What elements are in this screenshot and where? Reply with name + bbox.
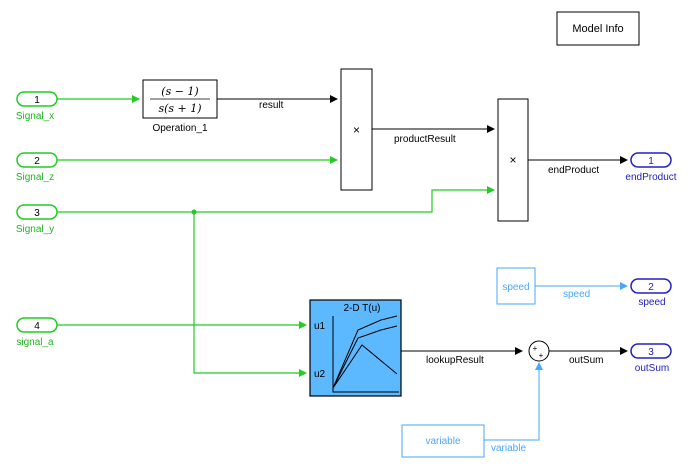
- transfer-fcn-block[interactable]: (s − 1) s(s + 1) Operation_1: [142, 79, 218, 134]
- signal-label-result: result: [259, 100, 284, 111]
- signal-label-endProduct: endProduct: [548, 165, 599, 176]
- signal-label-speed: speed: [563, 289, 590, 300]
- product-1-symbol: ×: [353, 123, 360, 137]
- product-block-1[interactable]: ×: [340, 68, 373, 191]
- sum-sign-2: +: [539, 351, 544, 360]
- lookup-input-u2: u2: [314, 369, 326, 380]
- from-block-variable[interactable]: variable: [401, 424, 485, 458]
- outport-3[interactable]: 3 outSum: [630, 343, 672, 374]
- model-info-block[interactable]: Model Info: [556, 11, 640, 46]
- signal-line-y[interactable]: [57, 186, 495, 377]
- transfer-fcn-numerator: (s − 1): [161, 85, 198, 98]
- signal-label-productResult: productResult: [394, 134, 456, 145]
- lookup-table-block[interactable]: 2-D T(u) u1 u2: [309, 299, 402, 397]
- outport-2[interactable]: 2 speed: [630, 278, 672, 308]
- sum-sign-1: +: [533, 344, 538, 353]
- inport-2-number: 2: [34, 156, 40, 167]
- sum-block[interactable]: + +: [528, 340, 550, 362]
- from-block-variable-label: variable: [425, 436, 460, 447]
- signal-line-variable[interactable]: variable: [484, 362, 543, 454]
- outport-3-name: outSum: [635, 363, 669, 374]
- inport-3[interactable]: 3 Signal_y: [16, 204, 58, 235]
- outport-2-name: speed: [638, 297, 665, 308]
- signal-line-productResult[interactable]: productResult: [372, 125, 495, 145]
- branch-point: [191, 209, 197, 215]
- signal-line-outSum[interactable]: outSum: [549, 347, 628, 366]
- lookup-table-title: 2-D T(u): [343, 303, 380, 314]
- inport-2[interactable]: 2 Signal_z: [16, 152, 58, 183]
- inport-4[interactable]: 4 signal_a: [16, 317, 58, 348]
- model-info-label: Model Info: [572, 23, 623, 35]
- outport-2-number: 2: [648, 282, 654, 293]
- outport-3-number: 3: [648, 347, 654, 358]
- lookup-table-icon: [332, 315, 399, 393]
- from-block-speed[interactable]: speed: [496, 267, 536, 305]
- signal-label-outSum: outSum: [569, 355, 603, 366]
- product-2-symbol: ×: [509, 153, 516, 167]
- inport-1-name: Signal_x: [16, 111, 54, 122]
- signal-line-result[interactable]: result: [217, 95, 338, 111]
- inport-3-number: 3: [34, 208, 40, 219]
- product-block-2[interactable]: ×: [497, 98, 529, 222]
- signal-label-variable: variable: [491, 443, 526, 454]
- outport-1-name: endProduct: [625, 172, 676, 183]
- outport-1[interactable]: 1 endProduct: [625, 152, 677, 183]
- inport-1-number: 1: [34, 95, 40, 106]
- inport-2-name: Signal_z: [16, 172, 54, 183]
- inport-4-name: signal_a: [16, 337, 54, 348]
- outport-1-number: 1: [648, 156, 654, 167]
- lookup-input-u1: u1: [314, 321, 326, 332]
- signal-line-endProduct[interactable]: endProduct: [528, 156, 628, 176]
- inport-3-name: Signal_y: [16, 224, 54, 235]
- from-block-speed-label: speed: [502, 282, 529, 293]
- inport-4-number: 4: [34, 321, 40, 332]
- signal-line-speed[interactable]: speed: [535, 282, 628, 300]
- transfer-fcn-denominator: s(s + 1): [158, 102, 201, 115]
- transfer-fcn-name: Operation_1: [152, 123, 207, 134]
- signal-line-lookupResult[interactable]: lookupResult: [401, 347, 523, 366]
- inport-1[interactable]: 1 Signal_x: [16, 91, 58, 122]
- signal-label-lookupResult: lookupResult: [426, 355, 484, 366]
